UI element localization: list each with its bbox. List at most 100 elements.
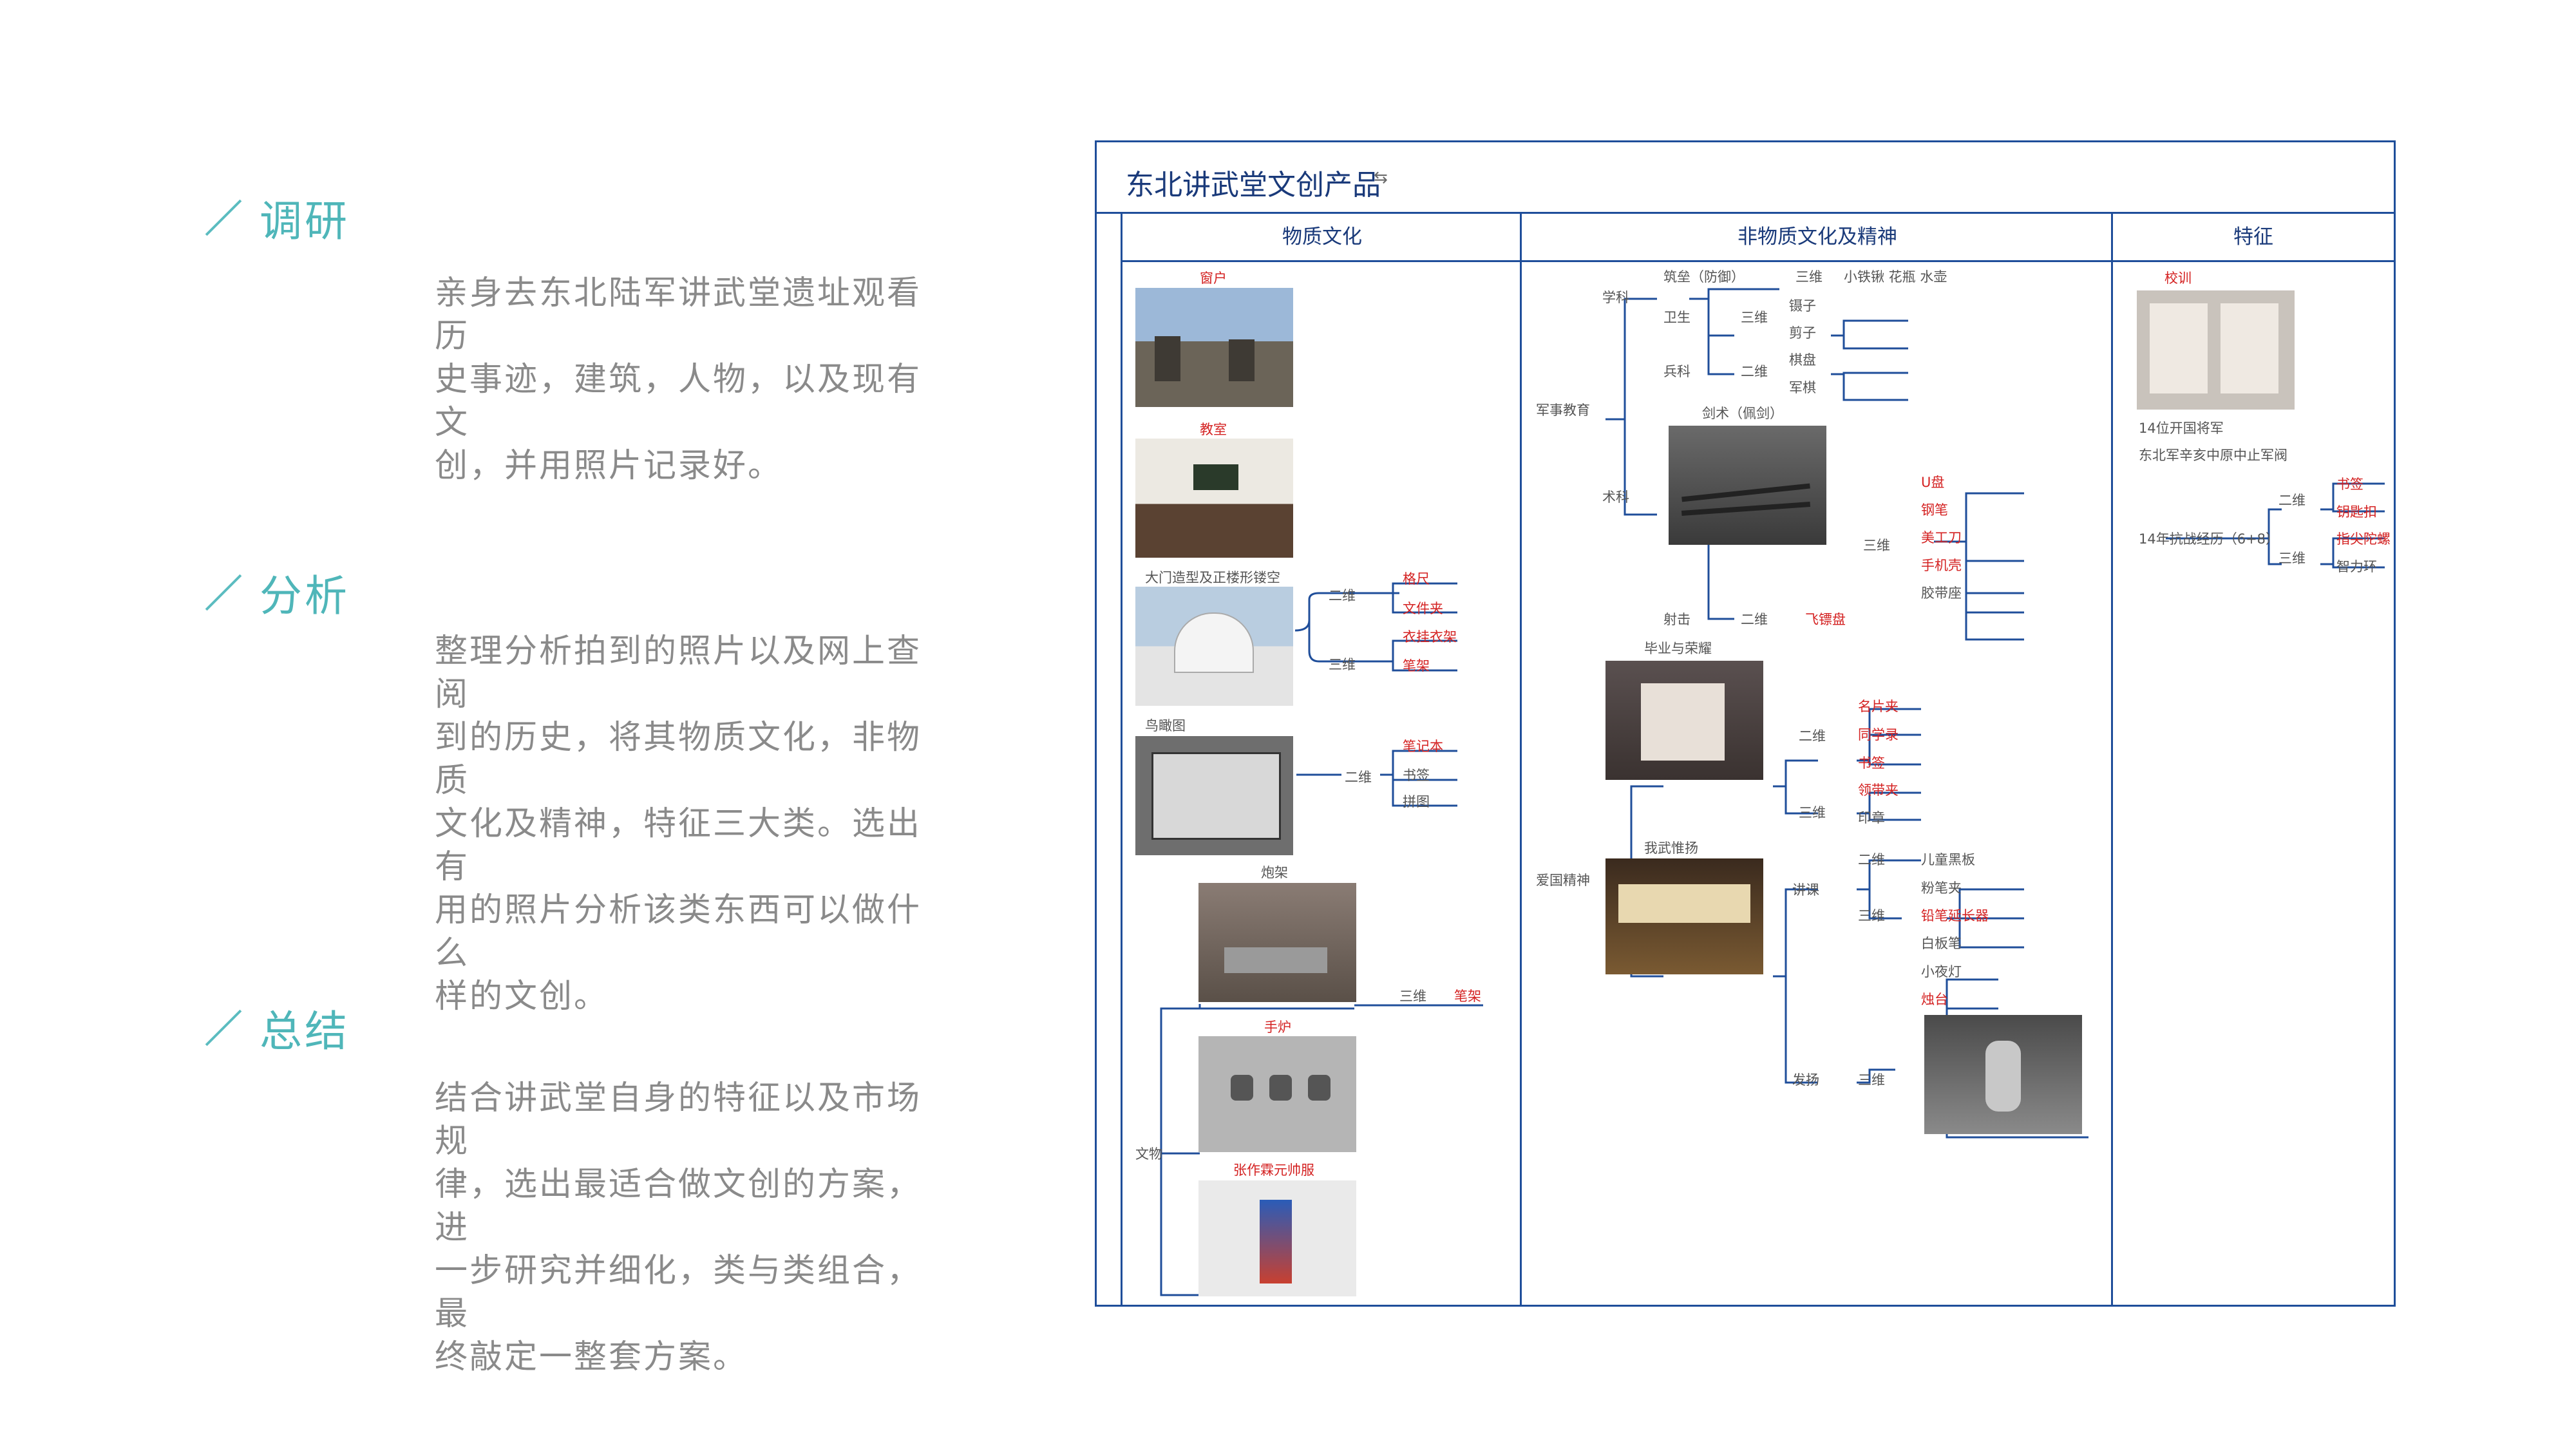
photo-wuwei [1605,858,1763,974]
node-grad-2d: 二维 [1799,728,1826,744]
node-gate: 大门造型及正楼形镂空 [1145,570,1280,585]
node-card-holder: 名片夹 [1858,699,1899,714]
node-shooting: 射击 [1663,612,1690,627]
node-wuwei: 我武惟扬 [1644,840,1698,856]
node-sword: 剑术（佩剑） [1702,406,1783,421]
node-hanger: 衣挂衣架 [1403,629,1457,645]
node-tweezers: 镊子 [1789,298,1816,314]
node-relics: 文物 [1135,1146,1162,1162]
divider [1121,212,1122,1305]
text-line: 律，选出最适合做文创的方案，进 [435,1166,922,1247]
section-research-body: 亲身去东北陆军讲武堂遗址观看历 史事迹，建筑，人物，以及现有文 创，并用照片记录… [435,272,937,488]
photo-aerial [1135,736,1293,855]
slash-icon [196,195,242,240]
node-classroom: 教室 [1200,422,1227,437]
node-grad-bookmark: 书签 [1858,755,1885,771]
node-keychain: 钥匙扣 [2336,504,2377,520]
node-scissors: 剪子 [1789,325,1816,341]
node-hygiene-3d: 三维 [1741,310,1768,325]
mind-map-title-bar: 东北讲武堂文创产品 ⇆ [1097,142,2394,214]
node-pencil-extender: 铅笔延长器 [1921,908,1989,923]
text-line: 用的照片分析该类东西可以做什么 [435,891,922,972]
text-line: 亲身去东北陆军讲武堂遗址观看历 [435,274,922,355]
section-title: 调研 [260,196,350,246]
node-promote: 发扬 [1792,1072,1819,1088]
photo-handwarmer [1198,1036,1356,1152]
node-tie-clip: 领带夹 [1858,782,1899,798]
node-cannon-penholder: 笔架 [1454,989,1481,1004]
mind-map-title: 东北讲武堂文创产品 [1126,169,1381,202]
photo-marshal-uniform [1198,1180,1356,1296]
node-graduation: 毕业与荣耀 [1644,641,1712,656]
section-title: 分析 [260,571,350,621]
node-tape-holder: 胶带座 [1921,585,1962,601]
section-title: 总结 [260,1007,350,1056]
node-infantry-2d: 二维 [1741,364,1768,379]
expand-icon[interactable]: ⇆ [1374,168,1388,187]
node-motto: 校训 [2164,270,2192,286]
text-line: 创，并用照片记录好。 [435,447,783,485]
photo-graduation [1605,661,1763,780]
node-pen: 钢笔 [1921,502,1948,518]
node-hygiene: 卫生 [1663,310,1690,325]
section-analysis-heading: 分析 [196,562,350,623]
node-gate-2d: 二维 [1329,588,1356,603]
node-cannon-3d: 三维 [1399,989,1426,1004]
node-infantry: 兵科 [1663,364,1690,379]
text-line: 结合讲武堂自身的特征以及市场规 [435,1079,922,1160]
node-bookmark: 书签 [1403,768,1430,783]
node-army-chess: 军棋 [1789,380,1816,395]
node-fidget-spinner: 指尖陀螺 [2336,531,2391,547]
text-line: 史事迹，建筑，人物，以及现有文 [435,361,922,442]
node-war-history: 14年抗战经历（6+8） [2139,531,2280,547]
node-sword-3d: 三维 [1863,538,1890,553]
node-lecture-3d: 三维 [1858,908,1885,923]
photo-lantern [1924,1015,2082,1134]
node-window: 窗户 [1200,270,1227,286]
node-fortify: 筑垒（防御） [1663,269,1745,285]
section-summary-body: 结合讲武堂自身的特征以及市场规 律，选出最适合做文创的方案，进 一步研究并细化，… [435,1077,937,1379]
node-usb: U盘 [1921,475,1945,490]
node-puzzle: 拼图 [1403,794,1430,810]
node-shooting-2d: 二维 [1741,612,1768,627]
slash-icon [196,1005,242,1050]
section-summary-heading: 总结 [196,997,350,1059]
node-marshal-uniform: 张作霖元帅服 [1233,1162,1314,1178]
mind-map-panel: 东北讲武堂文创产品 ⇆ 物质文化 非物质文化及精神 特征 [1095,140,2396,1307]
node-whiteboard-pen: 白板笔 [1921,936,1962,951]
node-cutter: 美工刀 [1921,530,1962,545]
node-yearbook: 同学录 [1858,727,1899,743]
text-line: 样的文创。 [435,978,609,1016]
section-analysis-body: 整理分析拍到的照片以及网上查阅 到的历史，将其物质文化，非物质 文化及精神，特征… [435,630,937,1018]
node-cannon: 炮架 [1261,865,1288,880]
slash-icon [196,570,242,615]
divider [1520,212,1522,1305]
column-header-nonmaterial: 非物质文化及精神 [1522,214,2113,262]
node-notebook: 笔记本 [1403,739,1443,754]
node-ruler: 格尺 [1403,571,1430,587]
node-generals: 14位开国将军 [2139,421,2224,436]
text-line: 终敲定一整套方案。 [435,1338,748,1376]
node-fortify-3d: 三维 [1795,269,1823,285]
node-kids-blackboard: 儿童黑板 [1921,852,1975,867]
node-war-3d: 三维 [2278,551,2306,566]
node-military: 军事教育 [1536,402,1590,418]
node-academics: 学科 [1602,290,1629,305]
node-patriot: 爱国精神 [1536,873,1590,888]
node-chessboard: 棋盘 [1789,352,1816,368]
node-gate-3d: 三维 [1329,657,1356,672]
node-candleholder: 烛台 [1921,992,1948,1007]
photo-cannon [1198,883,1356,1002]
node-folder: 文件夹 [1403,601,1443,616]
photo-sword [1669,426,1826,545]
photo-gate [1135,587,1293,706]
node-fortify-items: 小铁锹 花瓶 水壶 [1844,269,1947,285]
text-line: 到的历史，将其物质文化，非物质 [435,719,922,800]
node-penholder: 笔架 [1403,658,1430,674]
node-dartboard: 飞镖盘 [1805,612,1846,627]
node-grad-3d: 三维 [1799,805,1826,820]
node-war-2d: 二维 [2278,493,2306,508]
photo-motto [2137,290,2295,410]
node-lecture: 讲课 [1792,882,1819,898]
text-line: 文化及精神，特征三大类。选出有 [435,805,922,886]
